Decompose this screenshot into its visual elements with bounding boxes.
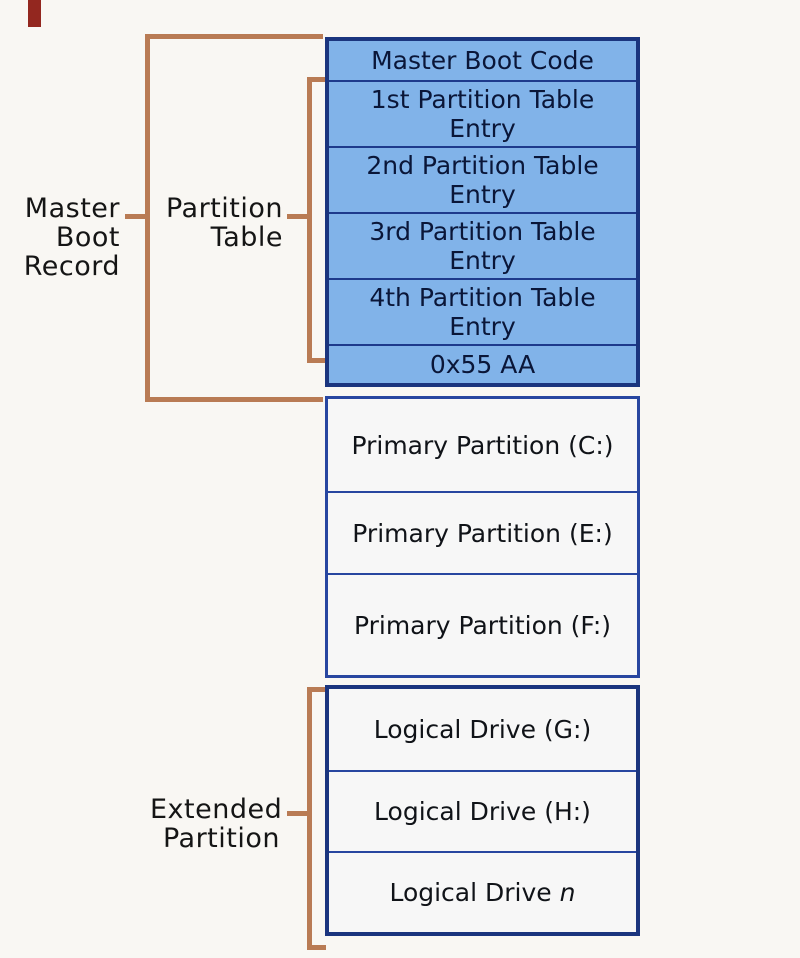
logical-drive-g-label: Logical Drive (G:) (373, 715, 592, 744)
label-partition-table: Partition Table (165, 193, 283, 253)
extended-partition-connector-tick (287, 811, 308, 816)
logical-drive-n-label: Logical Drive (389, 878, 552, 907)
partition-table-connector-tick (287, 214, 308, 219)
box-primary-partition-e: Primary Partition (E:) (328, 491, 637, 573)
primary-partitions-stack: Primary Partition (C:) Primary Partition… (325, 396, 640, 678)
master-boot-record-connector-tick (125, 214, 146, 219)
box-logical-drive-n: Logical Drive n (329, 851, 636, 932)
box-logical-drive-g: Logical Drive (G:) (329, 689, 636, 770)
box-logical-drive-h: Logical Drive (H:) (329, 770, 636, 851)
box-master-boot-code: Master Boot Code (329, 41, 636, 80)
extended-partition-stack: Logical Drive (G:) Logical Drive (H:) Lo… (325, 685, 640, 936)
box-partition-table-entry-3: 3rd Partition Table Entry (329, 212, 636, 278)
logical-drive-n-italic-suffix: n (559, 878, 576, 907)
box-partition-table-entry-2: 2nd Partition Table Entry (329, 146, 636, 212)
box-primary-partition-c: Primary Partition (C:) (328, 399, 637, 491)
extended-partition-bracket (307, 687, 326, 950)
master-boot-record-bracket (145, 34, 323, 402)
box-boot-signature-0x55aa: 0x55 AA (329, 344, 636, 383)
box-partition-table-entry-4: 4th Partition Table Entry (329, 278, 636, 344)
mbr-sector-stack: Master Boot Code 1st Partition Table Ent… (325, 37, 640, 387)
red-artifact-mark (28, 0, 41, 27)
box-partition-table-entry-1: 1st Partition Table Entry (329, 80, 636, 146)
label-master-boot-record: Master Boot Record (23, 193, 120, 282)
partition-table-bracket (307, 77, 326, 363)
box-primary-partition-f: Primary Partition (F:) (328, 573, 637, 675)
label-extended-partition: Extended Partition (150, 794, 283, 854)
logical-drive-h-label: Logical Drive (H:) (374, 797, 591, 826)
